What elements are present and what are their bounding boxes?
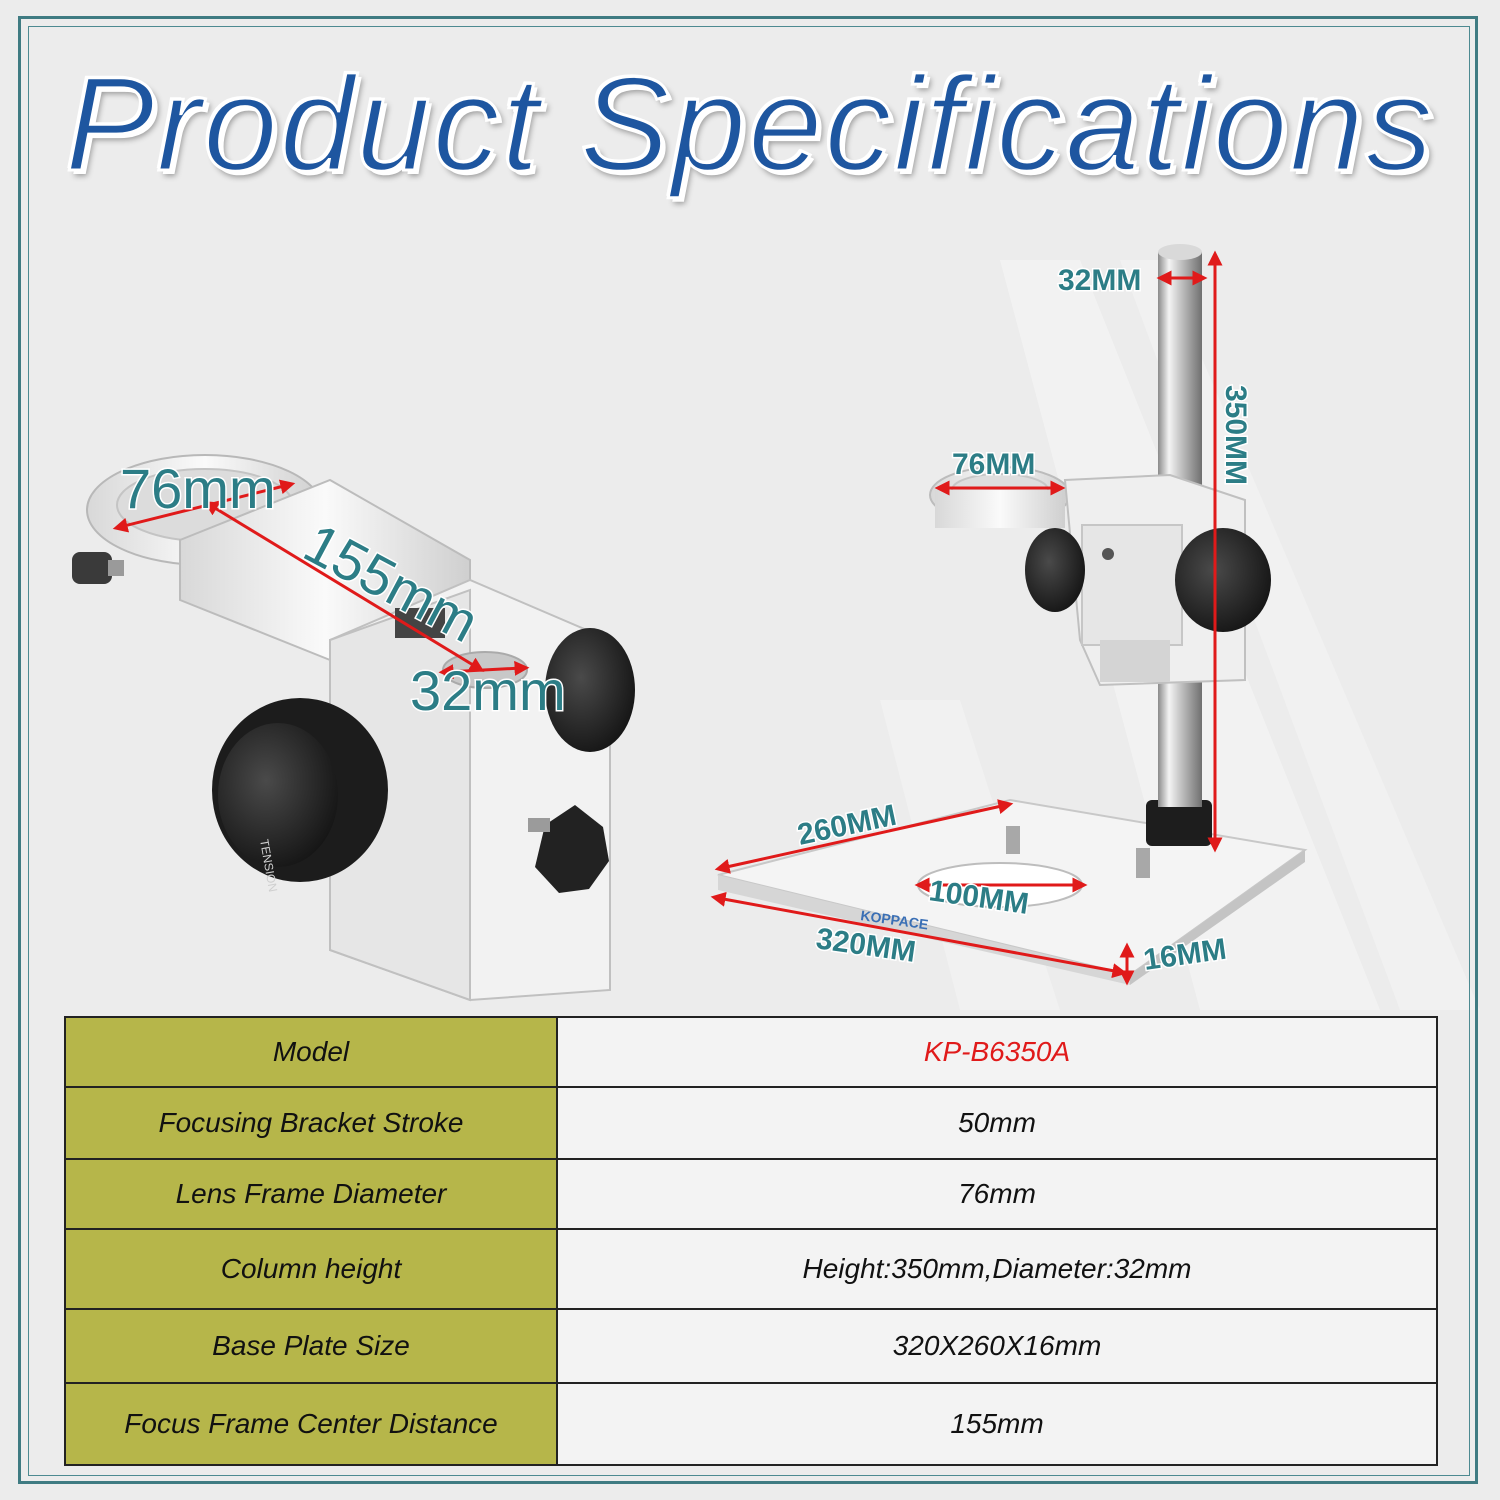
microscope-stand-image: KOPPACE 32MM [710, 244, 1308, 986]
spec-value: 155mm [556, 1382, 1438, 1466]
spec-label: Lens Frame Diameter [64, 1158, 558, 1230]
inner-frame [28, 26, 1470, 1476]
table-row: Lens Frame Diameter 76mm [64, 1158, 1438, 1230]
outer-frame [18, 16, 1478, 1484]
page-title: Product Specifications [64, 49, 1435, 201]
spec-label: Model [64, 1016, 558, 1088]
focus-bracket-image: TENSION 76mm 155mm 32mm [72, 454, 635, 1002]
table-row: Focusing Bracket Stroke 50mm [64, 1086, 1438, 1160]
product-illustration: TENSION 76mm 155mm 32mm KOPPACE [72, 244, 1308, 1002]
spec-label: Base Plate Size [64, 1308, 558, 1384]
spec-label: Column height [64, 1228, 558, 1310]
table-row: Base Plate Size 320X260X16mm [64, 1308, 1438, 1384]
spec-label: Focusing Bracket Stroke [64, 1086, 558, 1160]
spec-value: 320X260X16mm [556, 1308, 1438, 1384]
spec-value: 50mm [556, 1086, 1438, 1160]
spec-value: 76mm [556, 1158, 1438, 1230]
spec-label: Focus Frame Center Distance [64, 1382, 558, 1466]
dim-column-diameter: 32MM [1058, 264, 1141, 297]
spec-value: Height:350mm,Diameter:32mm [556, 1228, 1438, 1310]
dim-column-height: 350MM [1219, 385, 1252, 485]
table-row: Focus Frame Center Distance 155mm [64, 1382, 1438, 1466]
dim-left-column-hole: 32mm [410, 659, 566, 722]
dim-right-lens-frame: 76MM [952, 448, 1035, 481]
table-row: Model KP-B6350A [64, 1016, 1438, 1088]
dim-left-lens-frame: 76mm [120, 457, 276, 520]
spec-value-model: KP-B6350A [556, 1016, 1438, 1088]
table-row: Column height Height:350mm,Diameter:32mm [64, 1228, 1438, 1310]
spec-table: Model KP-B6350A Focusing Bracket Stroke … [64, 1016, 1438, 1466]
